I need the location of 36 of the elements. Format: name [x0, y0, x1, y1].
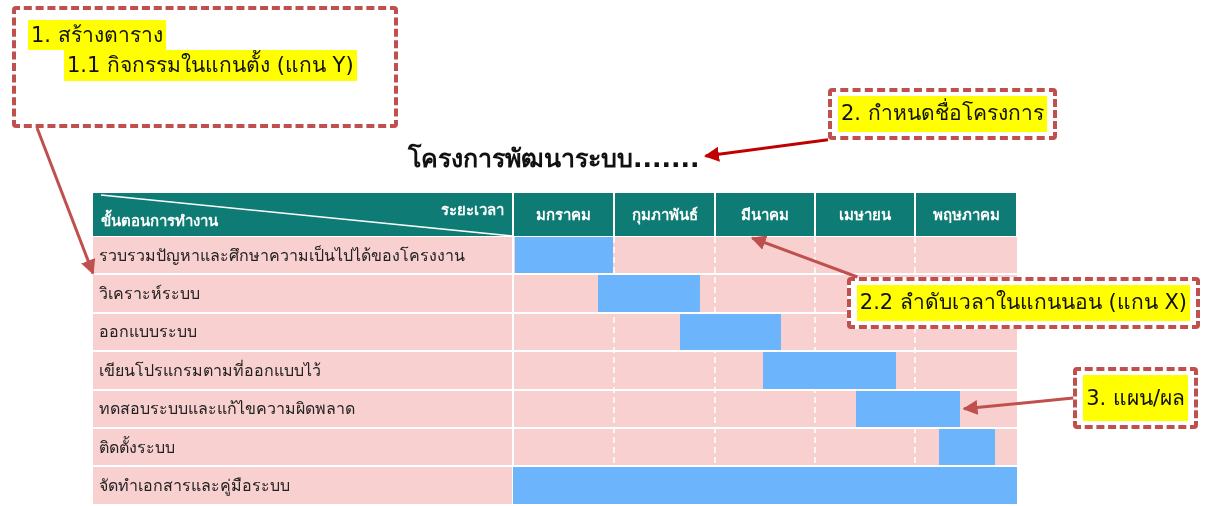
activity-cell: รวบรวมปัญหาและศึกษาความเป็นไปได้ของโครงงาน — [93, 237, 512, 274]
activity-cell: วิเคราะห์ระบบ — [93, 275, 512, 312]
plan-bar — [680, 313, 781, 351]
arrow — [704, 138, 829, 162]
activity-cell: เขียนโปรแกรมตามที่ออกแบบไว้ — [93, 352, 512, 389]
column-heading: ระยะเวลา — [441, 200, 504, 221]
activity-cell: ติดตั้งระบบ — [93, 429, 512, 466]
highlighted-text: 1.1 กิจกรรมในแกนตั้ง (แกน Y) — [64, 50, 357, 81]
header-cell — [93, 193, 512, 236]
highlighted-text: 3. แผน/ผล — [1083, 375, 1188, 422]
highlighted-text: 1. สร้างตาราง — [28, 20, 166, 51]
plan-bar — [763, 352, 896, 389]
month-header-cell: มกราคม — [514, 193, 613, 236]
arrow — [962, 396, 1074, 415]
arrow — [750, 235, 858, 279]
highlighted-text: 2. กำหนดชื่อโครงการ — [838, 96, 1047, 132]
callout-box — [1073, 367, 1198, 430]
plan-bar — [939, 429, 995, 466]
arrow — [35, 127, 96, 275]
plan-bar — [856, 390, 960, 427]
plan-bar — [515, 237, 613, 274]
month-header-cell: พฤษภาคม — [916, 193, 1016, 236]
activity-cell: ออกแบบระบบ — [93, 313, 512, 351]
activity-cell: จัดทำเอกสารและคู่มือระบบ — [93, 467, 512, 504]
month-header-cell: เมษายน — [816, 193, 914, 236]
plan-bar — [598, 275, 700, 312]
callout-box — [846, 277, 1200, 329]
plan-bar — [513, 467, 1017, 504]
highlighted-text: 2.2 ลำดับเวลาในแกนนอน (แกน X) — [856, 285, 1190, 321]
project-title: โครงการพัฒนาระบบ....... — [408, 138, 700, 178]
activity-cell: ทดสอบระบบและแก้ไขความผิดพลาด — [93, 390, 512, 427]
month-header-cell: กุมภาพันธ์ — [615, 193, 714, 236]
callout-box — [828, 88, 1057, 140]
callout-box — [12, 6, 398, 128]
column-heading: ขั้นตอนการทำงาน — [101, 209, 218, 233]
month-header-cell: มีนาคม — [716, 193, 814, 236]
